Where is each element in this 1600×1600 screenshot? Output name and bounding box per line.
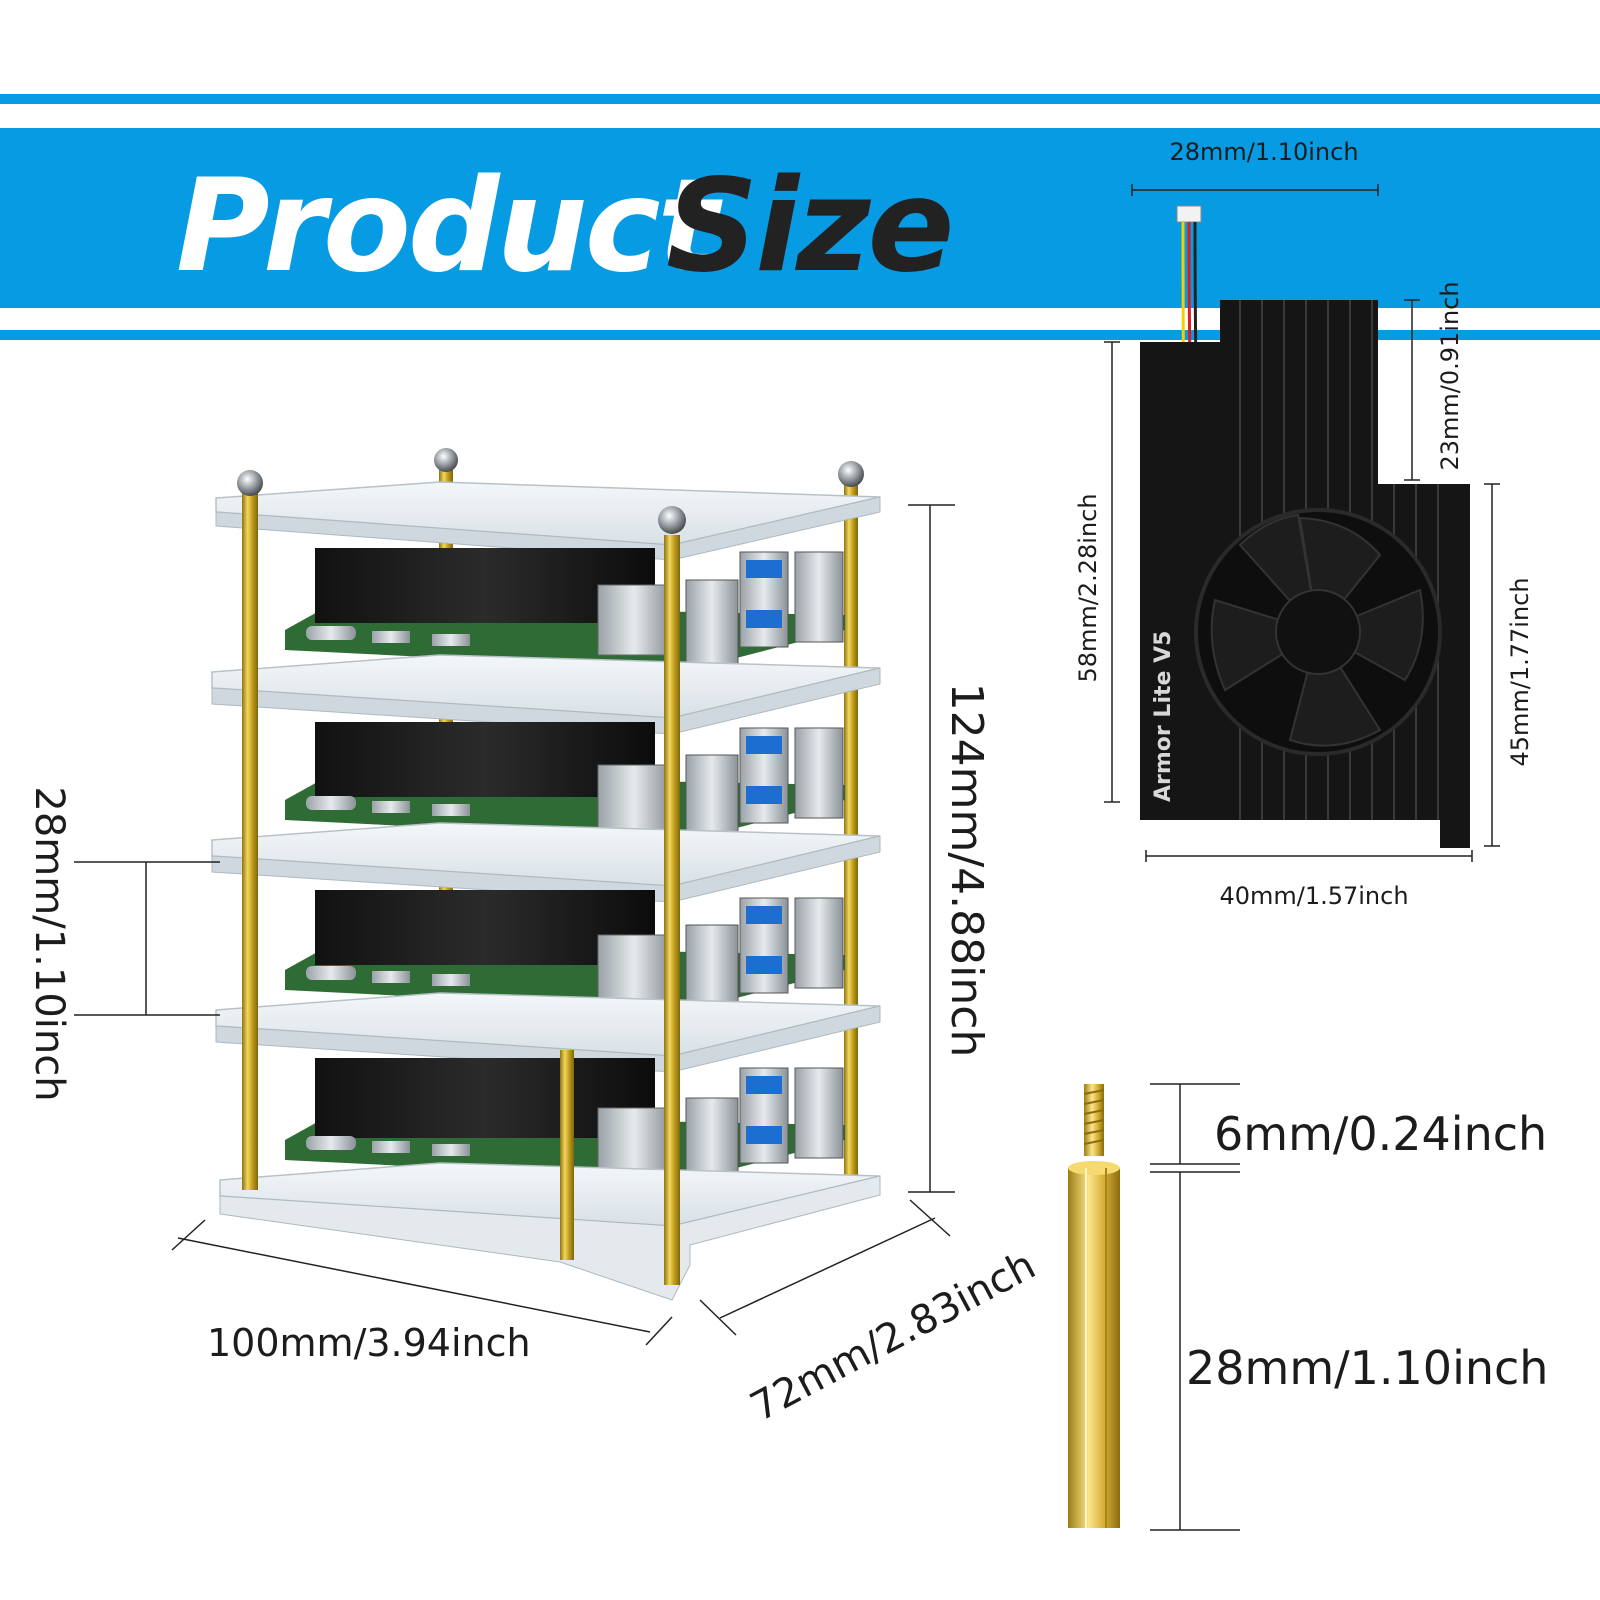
usb-blue (746, 906, 782, 924)
micro-hdmi-port (432, 974, 470, 986)
standoff-front-left (242, 490, 258, 1190)
micro-hdmi-port (432, 804, 470, 816)
thread-groove (1083, 1119, 1105, 1125)
acorn-nut (237, 470, 263, 496)
usb-blue (746, 956, 782, 974)
dim-line (719, 1217, 936, 1319)
banner-bottom-stripe (0, 330, 1600, 340)
cooler-top-width-label: 28mm/1.10inch (1169, 138, 1358, 166)
usb-c-port (306, 1136, 356, 1150)
dimension-height: 124mm/4.88inch (908, 504, 992, 1193)
usb-blue (746, 1126, 782, 1144)
acorn-nut (838, 461, 864, 487)
banner-title-word2: Size (666, 152, 951, 301)
usb-c-port (306, 626, 356, 640)
acrylic-plate-bottom-edge (219, 1175, 881, 1301)
standoff-hex-body (1068, 1168, 1120, 1528)
thread-groove (1083, 1099, 1105, 1105)
armor-lite-cooler: Armor Lite V5 28mm/1.10inch 23mm/0.91inc… (1074, 138, 1534, 910)
cluster-case-stack: 124mm/4.88inch 28mm/1.10inch 100mm/3.94i… (26, 448, 1043, 1431)
ethernet-port (597, 934, 671, 1006)
usb-blue (746, 736, 782, 754)
dim-line (177, 1237, 651, 1333)
usb-blue (746, 1076, 782, 1094)
banner: Product Size (0, 94, 1600, 340)
micro-hdmi-port (432, 1144, 470, 1156)
standoff-mid-left (560, 1050, 574, 1260)
usb-blue (746, 786, 782, 804)
dimension-layer-gap: 28mm/1.10inch (26, 786, 220, 1102)
acorn-nut (434, 448, 458, 472)
standoff-front-right (664, 535, 680, 1285)
micro-hdmi-port (372, 1141, 410, 1153)
pi-board-2 (285, 722, 845, 844)
standoff-body-label: 28mm/1.10inch (1186, 1341, 1548, 1395)
usb-port (794, 897, 844, 989)
dimension-depth: 72mm/2.83inch (699, 1199, 1043, 1431)
banner-band (0, 128, 1600, 308)
micro-hdmi-port (372, 631, 410, 643)
cooler-total-height-label: 58mm/2.28inch (1074, 493, 1102, 682)
width-label: 100mm/3.94inch (207, 1321, 531, 1365)
usb-c-port (306, 796, 356, 810)
ethernet-port (597, 764, 671, 836)
usb-c-port (306, 966, 356, 980)
thread-groove (1083, 1109, 1105, 1115)
micro-hdmi-port (372, 971, 410, 983)
micro-hdmi-port (432, 634, 470, 646)
usb-port (794, 551, 844, 643)
micro-hdmi-port (372, 801, 410, 813)
fan-connector (1176, 205, 1202, 223)
ethernet-port-front (685, 924, 739, 1014)
cooler-product-text: Armor Lite V5 (1151, 631, 1176, 802)
dim-tick (909, 1199, 951, 1237)
standoff-thread-label: 6mm/0.24inch (1214, 1107, 1547, 1161)
height-label: 124mm/4.88inch (941, 683, 992, 1058)
banner-title-word1: Product (176, 152, 724, 301)
thread-grooves (1083, 1089, 1105, 1145)
thread-groove (1083, 1089, 1105, 1095)
usb-blue (746, 560, 782, 578)
standoff-hex-top (1068, 1161, 1120, 1175)
fan-blade (1210, 598, 1321, 692)
banner-top-stripe (0, 94, 1600, 104)
usb-port (794, 727, 844, 819)
ethernet-port (597, 1107, 671, 1179)
pi-board-3 (285, 890, 845, 1014)
thread-groove (1083, 1129, 1105, 1135)
fan-blade (1315, 588, 1424, 682)
ethernet-port-front (685, 754, 739, 844)
fan-hub (1275, 589, 1361, 675)
thread-groove (1083, 1139, 1105, 1145)
dim-tick (699, 1299, 737, 1336)
dimension-width: 100mm/3.94inch (171, 1219, 673, 1365)
usb-port (794, 1067, 844, 1159)
cooler-upper-height-label: 23mm/0.91inch (1436, 281, 1464, 470)
depth-label: 72mm/2.83inch (743, 1242, 1043, 1431)
dim-tick (171, 1219, 206, 1251)
cooler-bottom-width-label: 40mm/1.57inch (1219, 882, 1408, 910)
cooler-fan-height-label: 45mm/1.77inch (1506, 577, 1534, 766)
usb-blue (746, 610, 782, 628)
acorn-nut (658, 506, 686, 534)
ethernet-port (597, 584, 671, 656)
brass-standoff: 6mm/0.24inch 28mm/1.10inch (1068, 1083, 1548, 1531)
layer-gap-label: 28mm/1.10inch (26, 786, 72, 1101)
dim-tick (645, 1316, 673, 1346)
pi-board-1 (285, 548, 845, 670)
ethernet-port-front (685, 579, 739, 669)
